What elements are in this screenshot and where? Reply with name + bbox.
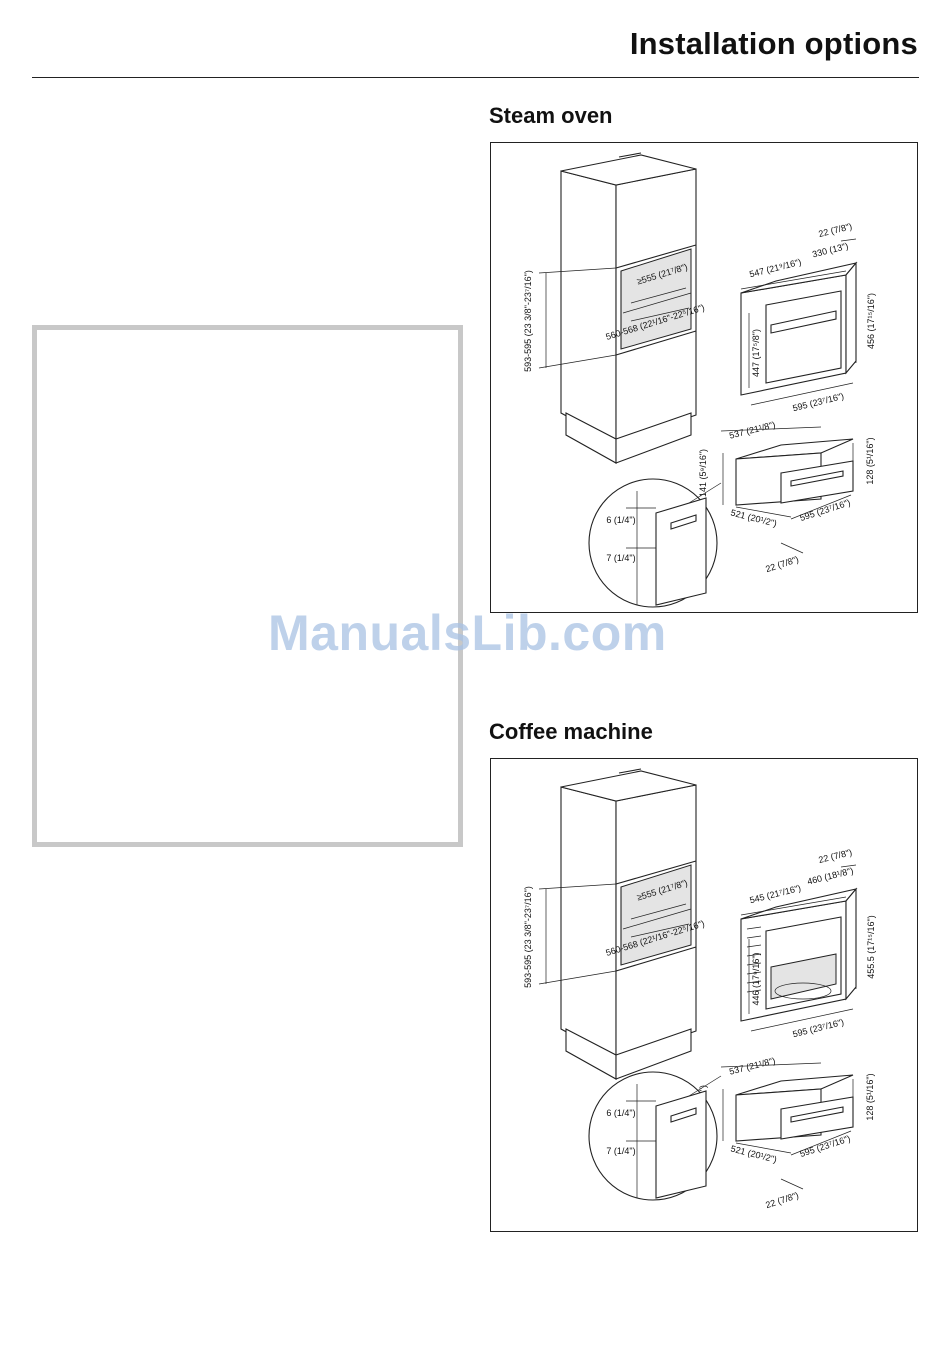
lower-door-line [615, 330, 697, 356]
cabinet-plinth-side [615, 412, 692, 464]
drawer-width-arrow [790, 1130, 852, 1156]
dimension-label-drawer-width: 595 (23⁷/16") [799, 497, 852, 523]
dimension-label-appliance-height-inner: 447 (17⁵/8") [751, 329, 761, 377]
niche-width-arrow [630, 307, 690, 322]
section-heading-coffee-machine: Coffee machine [489, 719, 653, 744]
niche-width-arrow [630, 923, 690, 938]
dimension-label-top-depth: 22 (7/8") [817, 847, 853, 865]
appliance-width-top-arrow [740, 896, 847, 916]
drawer-inner-width-arrow [735, 506, 792, 518]
cabinet-plinth-side [615, 1028, 692, 1080]
dimension-label-appliance-height-inner: 446 (17⁹/16") [751, 952, 761, 1005]
oven-handle [770, 310, 837, 334]
dimension-label-width-top: 545 (21⁷/16") [749, 883, 802, 905]
niche-shelf [622, 908, 692, 930]
blank-info-panel [32, 325, 463, 847]
drawer-depth-arrow [720, 1062, 822, 1068]
upper-door-line [615, 860, 697, 885]
dimension-label-width-top: 547 (21⁹/16") [748, 257, 802, 280]
watermark: ManualsLib.com [268, 605, 667, 661]
drawer-width-arrow [790, 494, 852, 520]
detail-handle [670, 514, 697, 530]
dimension-label-gap-bottom: 7 (1/4") [606, 553, 635, 563]
dimension-label-appliance-height-outer: 456 (17¹⁵/16") [866, 293, 876, 349]
title-divider [32, 77, 919, 78]
detail-leader [688, 482, 722, 504]
cabinet-front-left [560, 786, 617, 1060]
dimension-label-gap-top: 6 (1/4") [606, 1108, 635, 1118]
dimension-label-depth: 460 (18¹/8") [806, 866, 854, 887]
steam-oven-diagram: ≥555 (21⁷/8")560-568 (22¹/16"-22⁵/16")59… [490, 142, 918, 613]
drawer-handle [790, 1106, 844, 1123]
drip-tray [774, 982, 832, 1000]
appliance-width-arrow [750, 382, 854, 406]
coffee-spout-area [770, 953, 837, 1000]
upper-door-line [615, 244, 697, 269]
drawer-front-arrow [780, 542, 804, 554]
dimension-label-drawer-inner-width: 521 (20¹/2") [730, 1144, 778, 1165]
drawer-inner-width-arrow [735, 1142, 792, 1154]
dimension-label-gap-top: 6 (1/4") [606, 515, 635, 525]
cabinet-front-left [560, 170, 617, 444]
cabinet-top [560, 154, 697, 186]
dimension-label-drawer-width: 595 (23⁷/16") [799, 1133, 852, 1159]
dimension-label-cabinet-height: 593-595 (23 3/8"-23⁷/16") [523, 886, 533, 988]
dimension-label-drawer-depth: 537 (21¹/8") [728, 1056, 776, 1077]
dimension-label-appliance-height-outer: 455.5 (17¹⁵/16") [866, 915, 876, 978]
dimension-label-drawer-front: 22 (7/8") [764, 554, 800, 574]
drawer-handle [790, 470, 844, 487]
dimension-label-cabinet-height: 593-595 (23 3/8"-23⁷/16") [523, 270, 533, 372]
section-heading-steam-oven: Steam oven [489, 103, 613, 128]
cabinet-top-edge [618, 768, 642, 774]
niche-depth-arrow [630, 903, 687, 920]
drawer-front [780, 460, 854, 504]
detail-handle [670, 1107, 697, 1123]
coffee-machine-diagram: ≥555 (21⁷/8")560-568 (22¹/16"-22⁵/16")59… [490, 758, 918, 1232]
dimension-label-depth: 330 (13") [811, 241, 849, 260]
drawer-front-arrow [780, 1178, 804, 1190]
dimension-label-drawer-inner-width: 521 (20¹/2") [730, 508, 778, 529]
detail-drawer-front [655, 1090, 707, 1199]
appliance-side [845, 261, 857, 375]
dimension-label-drawer-height-inner: 128 (5¹/16") [865, 437, 875, 484]
dimension-label-drawer-height-inner: 128 (5¹/16") [865, 1073, 875, 1120]
appliance-side [845, 887, 857, 1001]
lower-door-line [615, 946, 697, 972]
dimension-label-drawer-front: 22 (7/8") [764, 1190, 800, 1210]
drawer-depth-arrow [720, 426, 822, 432]
detail-leader [688, 1075, 722, 1097]
niche-depth-arrow [630, 287, 687, 304]
cabinet-top [560, 770, 697, 802]
dimension-label-drawer-height-outer: 141 (5⁹/16") [698, 449, 708, 497]
drawer-front [780, 1096, 854, 1140]
dimension-label-gap-bottom: 7 (1/4") [606, 1146, 635, 1156]
dimension-label-top-depth: 22 (7/8") [817, 221, 853, 239]
appliance-width-arrow [750, 1008, 854, 1032]
appliance-door [765, 290, 842, 384]
appliance-width-top-arrow [740, 270, 847, 290]
niche-shelf [622, 292, 692, 314]
detail-drawer-front [655, 497, 707, 606]
page-title: Installation options [629, 26, 918, 61]
dimension-label-drawer-depth: 537 (21¹/8") [728, 420, 776, 441]
cabinet-top-edge [618, 152, 642, 158]
